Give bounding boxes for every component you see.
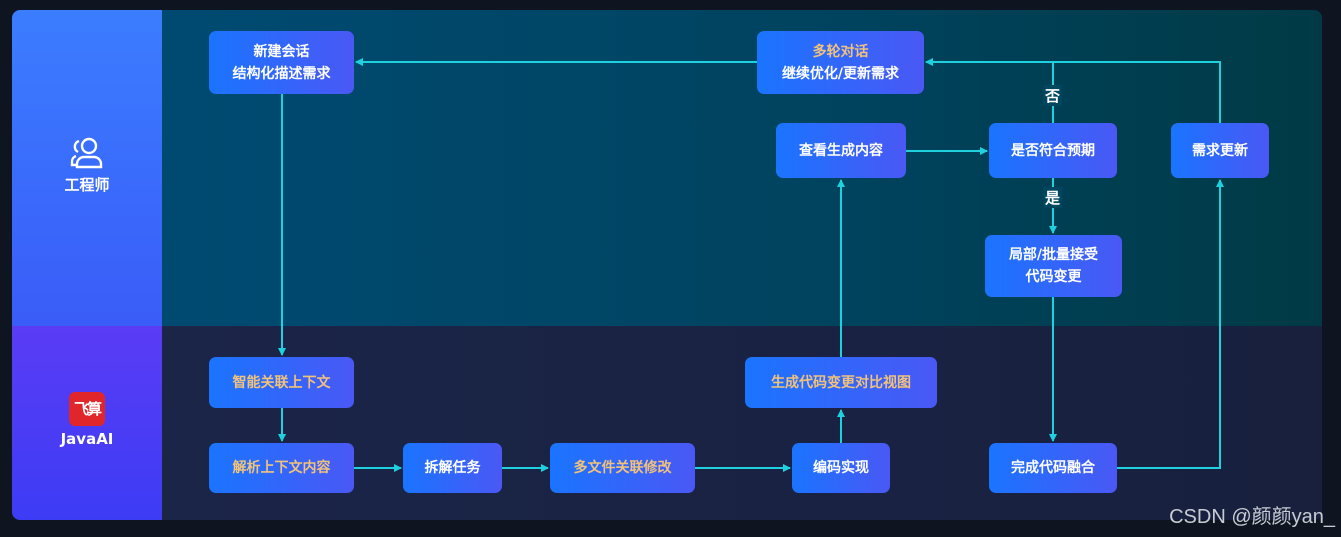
node-view-output: 查看生成内容	[776, 123, 906, 178]
node-text: 结构化描述需求	[232, 65, 331, 82]
ai-label: JavaAI	[60, 430, 114, 448]
node-multi-turn: 多轮对话 继续优化/更新需求	[757, 31, 924, 94]
ai-role: 飞算 JavaAI	[12, 392, 162, 448]
node-text: 代码变更	[1025, 269, 1082, 285]
node-check-expectation: 是否符合预期	[989, 123, 1117, 178]
node-accept-changes: 局部/批量接受 代码变更	[985, 235, 1122, 297]
node-coding: 编码实现	[792, 443, 890, 493]
edge-label-no: 否	[1043, 85, 1063, 106]
lane-ai	[162, 326, 1322, 520]
feisuan-logo: 飞算	[69, 392, 105, 426]
node-new-session: 新建会话 结构化描述需求	[209, 31, 354, 94]
node-split-task: 拆解任务	[403, 443, 502, 493]
node-text: 局部/批量接受	[1008, 247, 1099, 263]
watermark: CSDN @颜颜yan_	[1169, 506, 1335, 528]
node-requirement-update: 需求更新	[1171, 123, 1269, 178]
engineer-role: 工程师	[12, 136, 162, 195]
engineer-label: 工程师	[64, 176, 110, 194]
node-text: 多轮对话	[812, 43, 869, 60]
user-group-icon	[70, 137, 103, 169]
arrow-update-to-multiturn	[925, 58, 1221, 123]
edge-label-yes: 是	[1043, 187, 1063, 208]
node-multi-file: 多文件关联修改	[550, 443, 695, 493]
arrow-merge-to-update	[1117, 179, 1224, 469]
node-diff-view: 生成代码变更对比视图	[745, 357, 937, 408]
node-text: 继续优化/更新需求	[781, 65, 900, 82]
node-merge: 完成代码融合	[989, 443, 1117, 493]
node-smart-context: 智能关联上下文	[209, 357, 354, 408]
node-parse-context: 解析上下文内容	[209, 443, 354, 493]
node-text: 新建会话	[253, 43, 310, 60]
